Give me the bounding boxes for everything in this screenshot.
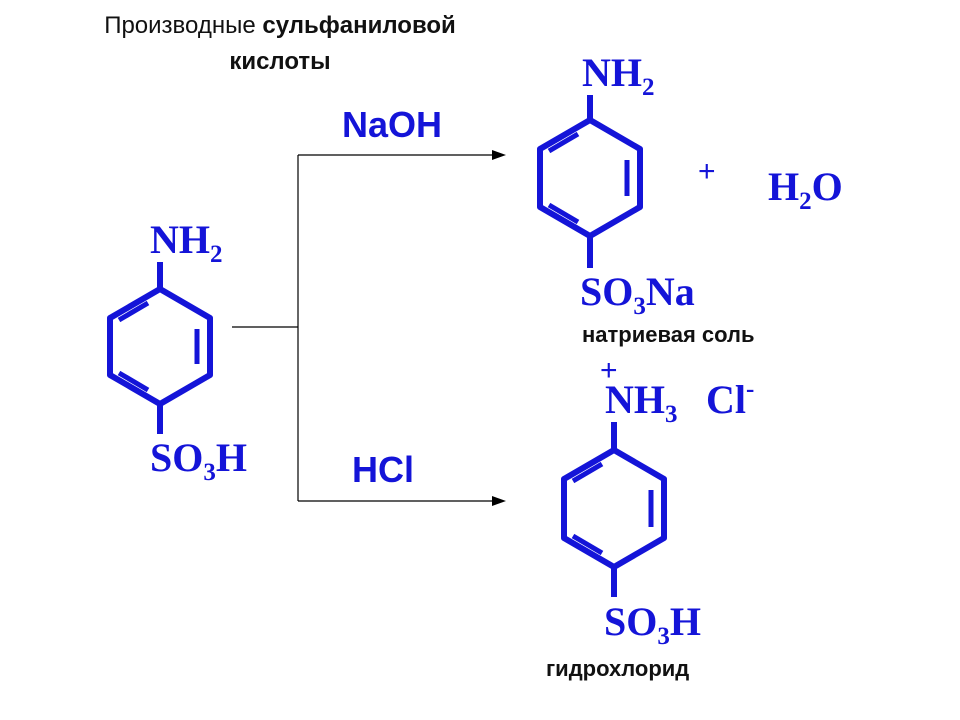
reagent-naoh: NaOH bbox=[342, 104, 443, 145]
slide-title-line2: кислоты bbox=[229, 48, 331, 75]
reactant-benzene-ring bbox=[107, 262, 213, 434]
hydrochloride-benzene-ring bbox=[561, 422, 667, 597]
sodium-salt-sulfonate-group: SO3Na bbox=[580, 269, 695, 320]
sodium-salt-amino-group: NH2 bbox=[582, 50, 655, 101]
reaction-arrows bbox=[232, 154, 494, 502]
hydrochloride-caption: гидрохлорид bbox=[546, 656, 690, 681]
reactant-sulfo-group: SO3H bbox=[150, 435, 247, 486]
sodium-salt-caption: натриевая соль bbox=[582, 322, 755, 347]
reactant-amino-group: NH2 bbox=[150, 217, 223, 268]
reagent-hcl: HCl bbox=[352, 449, 414, 490]
water-formula: H2O bbox=[768, 164, 843, 215]
title-bold-part: сульфаниловой bbox=[262, 12, 456, 39]
title-normal-part: Производные bbox=[104, 12, 263, 39]
arrowhead-bottom-icon bbox=[492, 496, 506, 506]
slide-title-line1: Производные сульфаниловой bbox=[0, 14, 560, 38]
plus-sign: + bbox=[698, 155, 716, 188]
ammonium-charge-plus: + bbox=[600, 354, 618, 387]
arrowhead-top-icon bbox=[492, 150, 506, 160]
sodium-salt-benzene-ring bbox=[537, 95, 643, 268]
hydrochloride-sulfo-group: SO3H bbox=[604, 599, 701, 650]
chloride-counter-ion: Cl- bbox=[706, 376, 755, 422]
hydrochloride-ammonium-group: NH3 bbox=[605, 377, 678, 428]
